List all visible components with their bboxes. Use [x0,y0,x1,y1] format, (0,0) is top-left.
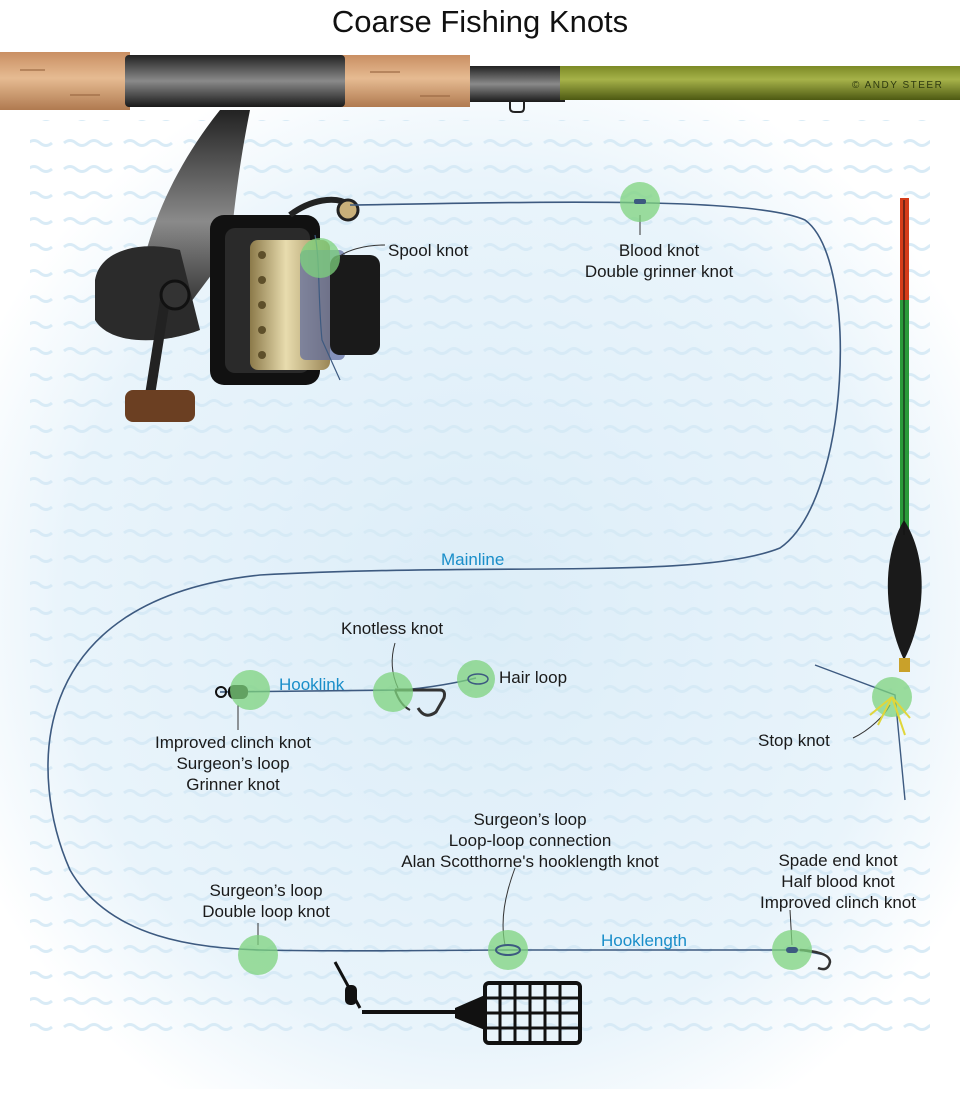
page-title: Coarse Fishing Knots [331,4,629,39]
knotless-knot-label: Knotless knot [341,618,443,639]
knot-name: Double loop knot [202,902,330,921]
rod-icon [0,52,960,113]
knot-name: Half blood knot [781,872,895,891]
knot-name: Hair loop [499,668,568,687]
feeder-icon [333,961,582,1045]
knot-name: Surgeon’s loop [176,754,290,773]
spool-knot-label: Spool knot [388,240,468,261]
knot-name: Surgeon’s loop [473,810,587,829]
hair-loop-label: Hair loop [499,667,567,688]
knot-name: Loop-loop connection [448,831,612,850]
hooklength-label: Hooklength [601,931,688,950]
knot-name: Blood knot [618,241,700,260]
knot-name: Knotless knot [341,619,444,638]
knot-name: Spade end knot [778,851,898,870]
loop-loop-knot-label: Surgeon’s loop Loop-loop connection Alan… [350,809,710,872]
knot-marker-loop-loop [488,930,528,970]
blood-knot-label: Blood knot Double grinner knot [564,240,754,282]
artist-credit: © ANDY STEER [852,80,944,91]
hooklink-label: Hooklink [279,675,345,694]
knot-name: Double grinner knot [584,262,734,281]
mainline-path [47,201,842,952]
knot-marker-spool [300,238,340,278]
knot-name: Stop knot [758,731,830,750]
knot-marker-knotless [373,672,413,712]
feeder-loop-knot-label: Surgeon’s loop Double loop knot [171,880,361,922]
knot-name: Improved clinch knot [760,893,916,912]
hook-end-knot-label: Spade end knot Half blood knot Improved … [728,850,948,913]
float-icon [887,198,922,672]
stop-knot-label: Stop knot [758,730,830,751]
knot-marker-swivel [230,670,270,710]
reel-icon [95,110,380,422]
knot-name: Improved clinch knot [155,733,311,752]
knot-name: Surgeon’s loop [209,881,323,900]
knot-name: Alan Scotthorne's hooklength knot [401,852,659,871]
knot-name: Grinner knot [186,775,280,794]
knot-marker-hair-loop [457,660,495,698]
knot-name: Spool knot [388,241,469,260]
knot-marker-feeder-loop [238,935,278,975]
mainline-label: Mainline [441,550,505,569]
swivel-knot-label: Improved clinch knot Surgeon’s loop Grin… [128,732,338,795]
